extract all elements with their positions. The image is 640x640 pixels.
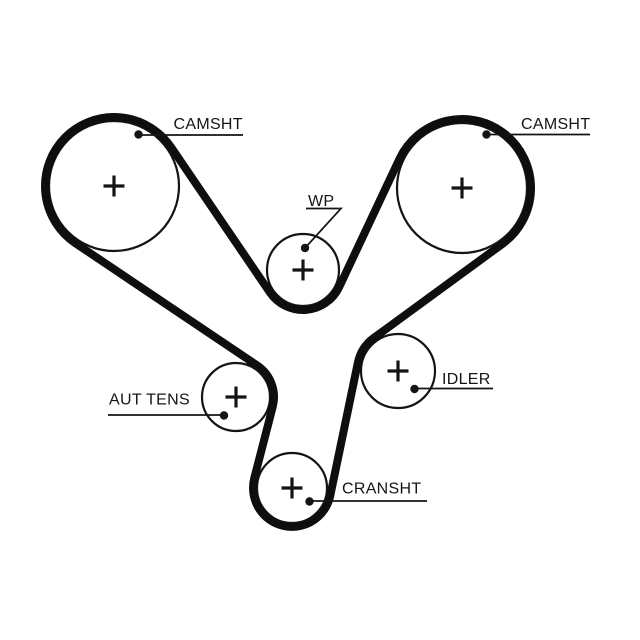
leader-dot-camshaft-left bbox=[134, 130, 143, 139]
label-tensioner: AUT TENS bbox=[109, 392, 190, 409]
center-mark-camshaft-right bbox=[451, 177, 473, 199]
center-mark-camshaft-left bbox=[103, 175, 125, 197]
center-mark-tensioner bbox=[225, 386, 247, 408]
leader-dot-camshaft-right bbox=[482, 130, 491, 139]
leader-dot-tensioner bbox=[219, 411, 229, 420]
center-mark-idler bbox=[387, 360, 409, 382]
leader-dot-crankshaft bbox=[305, 497, 314, 506]
label-camshaft-right: CAMSHT bbox=[521, 116, 590, 133]
leader-dot-idler bbox=[410, 384, 419, 394]
center-mark-crankshaft bbox=[281, 477, 303, 499]
label-idler: IDLER bbox=[442, 371, 491, 388]
center-mark-water-pump bbox=[292, 259, 314, 281]
leader-dot-water-pump bbox=[300, 243, 310, 253]
leader-line-water-pump bbox=[304, 207, 343, 249]
timing-belt bbox=[41, 113, 535, 531]
label-water-pump: WP bbox=[308, 193, 334, 210]
label-crankshaft: CRANSHT bbox=[342, 481, 421, 498]
label-camshaft-left: CAMSHT bbox=[174, 116, 243, 133]
